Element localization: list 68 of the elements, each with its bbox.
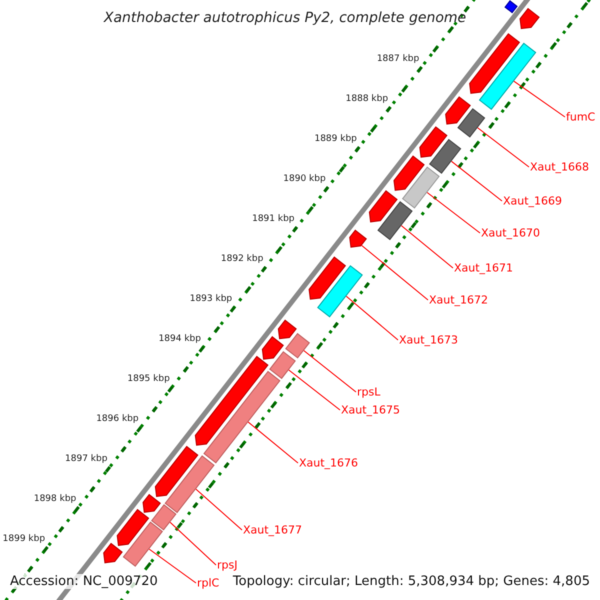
forward-gene-block — [445, 96, 471, 125]
gene-bar — [122, 522, 164, 567]
forward-gene-block — [349, 230, 367, 248]
leader-line — [288, 370, 340, 410]
forward-gene-block — [194, 356, 269, 446]
scale-label: 1899 kbp — [2, 535, 46, 544]
gene-label: Xaut_1670 — [481, 228, 540, 238]
forward-gene-block — [368, 190, 398, 222]
gene-bar — [429, 138, 462, 174]
gene-label: Xaut_1673 — [399, 334, 458, 346]
gene-bar — [164, 455, 215, 514]
gene-bar — [151, 504, 177, 531]
forward-gene-block — [469, 33, 520, 94]
scale-label: 1887 kbp — [376, 55, 420, 64]
leader-line — [400, 225, 454, 268]
scale-label: 1888 kbp — [346, 95, 388, 104]
leader-line — [195, 488, 242, 530]
gene-bar — [285, 332, 310, 359]
forward-gene-block — [520, 8, 540, 30]
leader-line — [361, 244, 428, 300]
forward-gene-block — [154, 446, 198, 498]
footer-text: Accession: NC_009720 — [8, 574, 160, 589]
gene-label: rpsL — [357, 386, 380, 398]
gene-bar — [402, 166, 440, 209]
scale-label: 1897 kbp — [65, 455, 108, 464]
gene-label: Xaut_1672 — [429, 294, 488, 306]
gene-label: Xaut_1669 — [503, 196, 562, 206]
gene-label: Xaut_1676 — [299, 458, 358, 468]
leader-line — [513, 80, 566, 118]
gene-bar — [203, 370, 280, 464]
gene-label: rpsJ — [217, 560, 238, 570]
leader-line — [148, 548, 196, 584]
gene-bar — [317, 265, 363, 318]
scale-label: 1898 kbp — [34, 495, 76, 504]
leader-line — [248, 422, 298, 464]
forward-gene-block — [262, 336, 284, 360]
gene-label: Xaut_1675 — [341, 404, 400, 416]
gene-bar — [478, 42, 536, 110]
forward-gene-block — [419, 126, 448, 158]
scale-label: 1889 kbp — [314, 135, 357, 144]
scale-label: 1896 kbp — [96, 415, 139, 424]
leader-line — [303, 350, 356, 392]
forward-gene-block — [142, 494, 161, 513]
scale-label: 1895 kbp — [127, 375, 170, 384]
gene-bar — [377, 201, 413, 240]
title: Xanthobacter autotrophicus Py2, complete genome — [104, 11, 466, 25]
gene-bar — [504, 0, 518, 14]
leader-line — [450, 160, 502, 202]
scale-label: 1890 kbp — [283, 175, 326, 184]
leader-line — [170, 522, 216, 566]
gene-label: Xaut_1668 — [530, 162, 590, 172]
scale-label: 1892 kbp — [220, 255, 264, 264]
gene-label: Xaut_1677 — [243, 524, 302, 536]
forward-gene-block — [278, 320, 297, 340]
forward-gene-block — [308, 256, 346, 300]
scale-label: 1893 kbp — [190, 295, 232, 304]
scale-label: 1894 kbp — [158, 335, 201, 344]
leader-line — [477, 127, 530, 168]
forward-gene-block — [116, 508, 150, 546]
scale-label: 1891 kbp — [252, 215, 294, 224]
forward-gene-block — [393, 155, 425, 191]
gene-label: fumC — [566, 112, 596, 122]
footer-text: Topology: circular; Length: 5,308,934 bp; Genes: 4,805 — [230, 574, 592, 589]
gene-label: rplC — [197, 578, 220, 588]
gene-label: Xaut_1671 — [454, 262, 514, 274]
leader-line — [346, 296, 398, 340]
leader-line — [426, 192, 480, 234]
gene-bar — [457, 108, 486, 138]
